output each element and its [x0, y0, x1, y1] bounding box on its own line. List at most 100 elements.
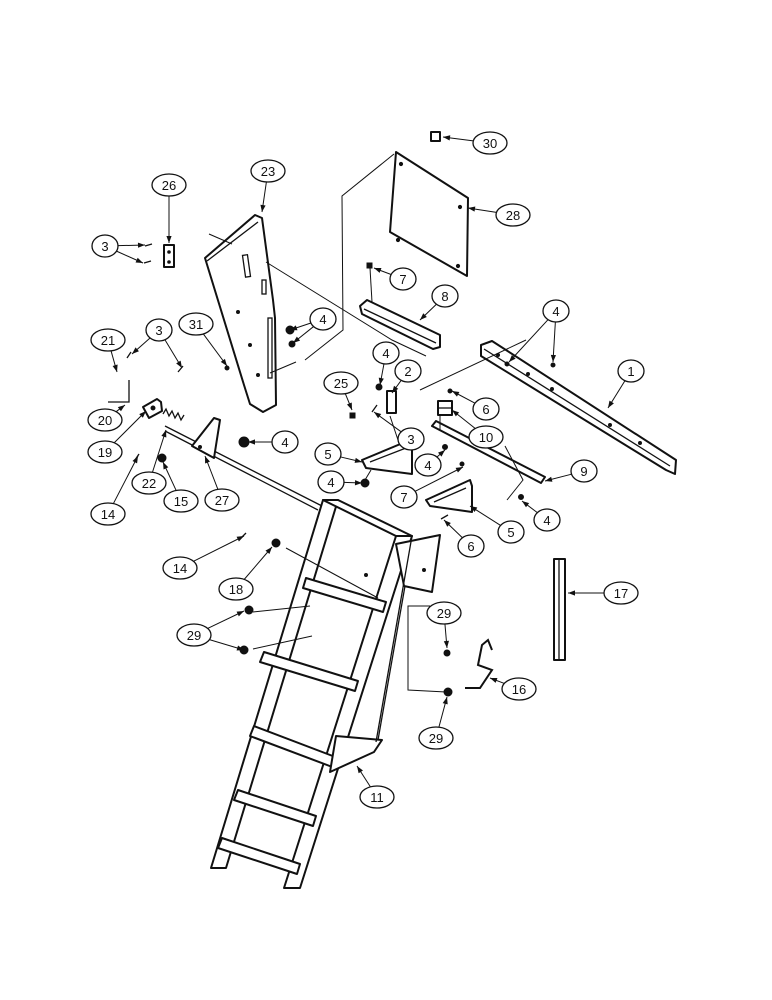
callout-arrowhead	[444, 520, 451, 527]
callout-arrowhead	[443, 135, 451, 141]
assembly-lines	[208, 153, 527, 693]
callout-18: 18	[218, 546, 273, 601]
callout-number: 19	[98, 445, 112, 460]
callout-number: 2	[404, 364, 411, 379]
callout-31: 31	[178, 312, 228, 367]
shaft-rod	[164, 425, 323, 511]
callout-number: 14	[101, 507, 115, 522]
callout-1: 1	[607, 359, 645, 409]
callout-bubble	[426, 601, 462, 625]
callout-number: 14	[173, 561, 187, 576]
callout-bubble	[495, 203, 531, 227]
callout-6: 6	[443, 519, 485, 558]
callout-bubble	[418, 726, 454, 750]
callout-arrowhead	[236, 536, 244, 542]
callout-number: 16	[512, 682, 526, 697]
hardware-items	[126, 243, 556, 697]
callout-arrowhead	[132, 456, 138, 464]
callout-number: 6	[482, 402, 489, 417]
callout-bubble	[501, 677, 537, 701]
callout-bubble	[151, 173, 187, 197]
callout-arrowhead	[163, 462, 169, 470]
angle-8	[359, 299, 441, 350]
bracket-2	[386, 390, 397, 414]
callout-4: 4	[372, 341, 400, 386]
callout-number: 4	[319, 312, 326, 327]
callout-bubble	[603, 581, 639, 605]
callout-bubble	[218, 577, 254, 601]
callout-28: 28	[467, 203, 531, 227]
callout-4: 4	[289, 307, 337, 344]
callout-arrowhead	[442, 697, 448, 705]
callout-number: 28	[506, 208, 520, 223]
callout-arrowhead	[452, 391, 460, 397]
callout-number: 3	[407, 432, 414, 447]
callout-arrowhead	[293, 336, 301, 343]
callout-bubble	[204, 488, 240, 512]
callout-bubble	[91, 234, 119, 258]
callout-29: 29	[176, 610, 245, 651]
callout-bubble	[90, 502, 126, 526]
callout-bubble	[570, 459, 598, 483]
callout-20: 20	[87, 404, 126, 432]
callout-14: 14	[90, 455, 139, 526]
callout-arrowhead	[608, 400, 614, 408]
callout-bubble	[87, 440, 123, 464]
callout-number: 26	[162, 178, 176, 193]
callout-8: 8	[419, 284, 459, 321]
callout-4: 4	[317, 470, 363, 494]
block-10	[437, 400, 453, 416]
callout-2: 2	[391, 359, 422, 394]
ladder-11	[210, 499, 441, 889]
callout-arrowhead	[550, 354, 557, 362]
callout-arrowhead	[220, 358, 227, 366]
callout-number: 4	[552, 304, 559, 319]
callout-number: 31	[189, 317, 203, 332]
callout-number: 4	[327, 475, 334, 490]
callout-arrowhead	[290, 325, 298, 331]
callout-number: 5	[324, 447, 331, 462]
callout-arrowhead	[248, 439, 255, 445]
callout-arrowhead	[443, 640, 449, 648]
callout-4: 4	[521, 500, 561, 532]
callout-22: 22	[131, 429, 167, 495]
callout-number: 7	[399, 272, 406, 287]
callout-arrowhead	[438, 450, 445, 457]
callout-bubble	[390, 485, 418, 509]
callout-arrowhead	[166, 236, 172, 243]
callout-arrowhead	[260, 204, 266, 212]
handle-16	[465, 638, 494, 689]
callout-number: 30	[483, 136, 497, 151]
callout-number: 27	[215, 493, 229, 508]
callout-number: 4	[281, 435, 288, 450]
callout-number: 22	[142, 476, 156, 491]
callout-6: 6	[451, 390, 500, 421]
callout-number: 1	[627, 364, 634, 379]
callout-10: 10	[451, 409, 504, 449]
callout-number: 15	[174, 494, 188, 509]
callout-number: 11	[370, 790, 384, 805]
callout-arrowhead	[470, 506, 478, 512]
callout-arrowhead	[236, 645, 244, 651]
callout-number: 10	[479, 430, 493, 445]
callout-21: 21	[90, 328, 126, 373]
callout-arrowhead	[468, 206, 476, 212]
callout-number: 29	[187, 628, 201, 643]
callout-7: 7	[390, 466, 464, 509]
gusset-5-lower	[425, 479, 473, 513]
callout-number: 20	[98, 413, 112, 428]
callout-5: 5	[314, 442, 363, 466]
callout-bubble	[317, 470, 345, 494]
callout-11: 11	[356, 765, 395, 809]
callout-arrowhead	[455, 467, 463, 473]
callout-arrowhead	[132, 347, 139, 354]
callout-16: 16	[489, 677, 537, 701]
callout-29: 29	[426, 601, 462, 649]
callout-arrowhead	[139, 411, 146, 418]
spring-22	[162, 407, 185, 422]
callout-number: 29	[429, 731, 443, 746]
callout-arrowhead	[265, 547, 272, 555]
callout-arrowhead	[205, 456, 210, 464]
callout-bubble	[271, 430, 299, 454]
callout-arrowhead	[490, 678, 498, 683]
